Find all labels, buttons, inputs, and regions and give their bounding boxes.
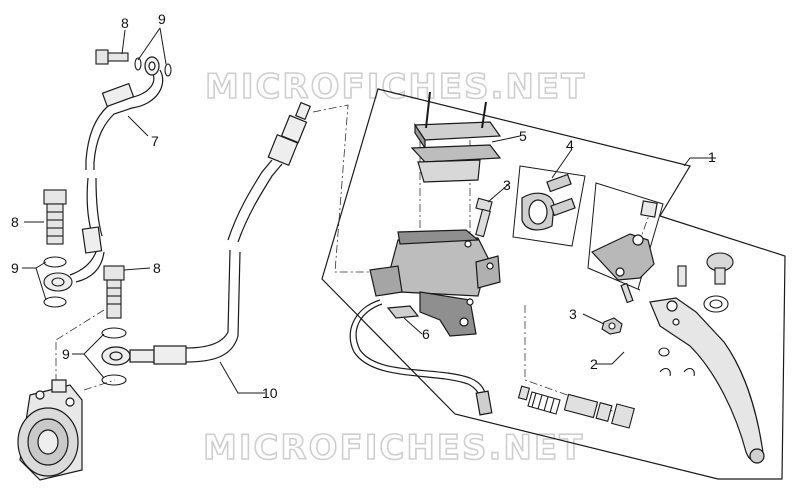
- callout-7: 7: [151, 133, 159, 149]
- lever-bracket: [591, 200, 658, 304]
- piston-kit: [517, 385, 635, 429]
- callout-6: 6: [422, 326, 430, 342]
- callout-5: 5: [519, 128, 527, 144]
- callout-8-top: 8: [121, 15, 129, 31]
- callout-9-middle: 9: [62, 346, 70, 362]
- hose-10: [101, 101, 312, 366]
- nut-3-lower: [601, 317, 623, 335]
- watermark-bottom: MICROFICHES.NET: [203, 428, 584, 468]
- assembly-frame: [321, 88, 786, 480]
- clamp-subframe: [512, 165, 586, 247]
- guide-lines: [55, 104, 653, 413]
- callout-8-middle: 8: [153, 260, 161, 276]
- reservoir-cover-5: [410, 91, 502, 183]
- leader-lines: [22, 27, 716, 394]
- watermark-top: MICROFICHES.NET: [205, 67, 586, 107]
- callout-9-left: 9: [11, 260, 19, 276]
- callout-3-upper: 3: [503, 177, 511, 193]
- washers-9-left: [43, 256, 73, 308]
- banjo-bolt-8-left: [43, 189, 67, 245]
- callout-9-top: 9: [158, 11, 166, 27]
- callout-1: 1: [708, 149, 716, 165]
- lever-subframe: [587, 182, 664, 291]
- stop-switch-6: [349, 299, 493, 416]
- clutch-slave-cylinder: [17, 379, 83, 481]
- hose-7: [69, 69, 164, 283]
- washers-9-top: [134, 57, 172, 77]
- banjo-bolt-8-top: [95, 49, 129, 65]
- handlebar-clamp-4: [521, 173, 576, 231]
- callout-10: 10: [262, 385, 278, 401]
- callout-3-lower: 3: [569, 306, 577, 322]
- adjuster-parts: [658, 252, 734, 377]
- callout-2: 2: [590, 356, 598, 372]
- callout-8-left: 8: [11, 214, 19, 230]
- banjo-bolt-8-middle: [103, 265, 125, 319]
- screw-3-upper: [475, 197, 493, 238]
- master-cylinder-body: [369, 229, 501, 337]
- clutch-lever-2: [649, 297, 765, 464]
- banjo-fitting-top: [144, 56, 160, 76]
- callout-4: 4: [566, 137, 574, 153]
- washers-9-middle: [101, 327, 127, 386]
